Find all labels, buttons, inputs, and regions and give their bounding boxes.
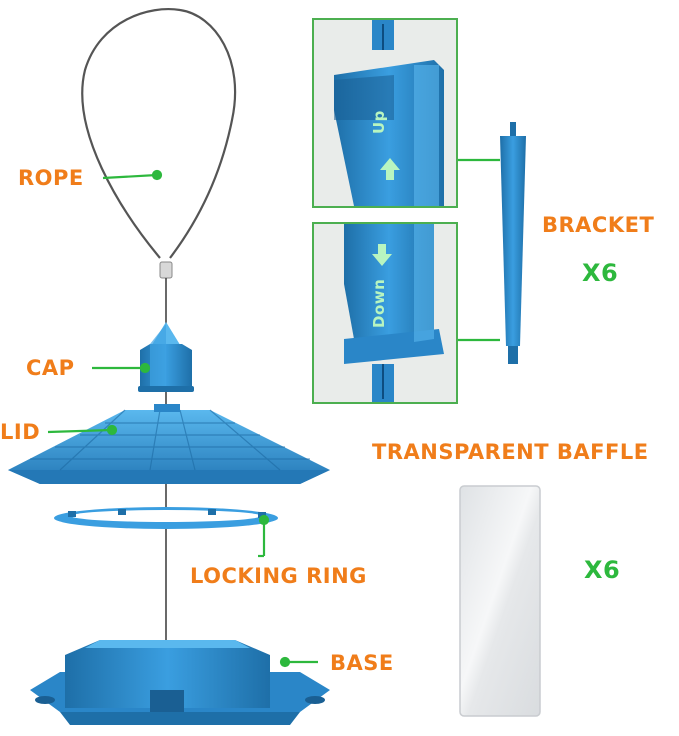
pointer-dot-icon: [279, 656, 291, 668]
pointer-dot-icon: [139, 362, 151, 374]
pointer-lines: [47, 158, 500, 668]
baffle-label: TRANSPARENT BAFFLE: [372, 440, 649, 464]
rope-label: ROPE: [18, 166, 84, 190]
base-part: [30, 640, 330, 725]
bracket-down-inset: Down: [312, 222, 458, 404]
lid-label: LID: [0, 420, 41, 444]
rope-loop: [81, 8, 237, 259]
base-label: BASE: [330, 651, 394, 675]
locking-ring-label: LOCKING RING: [190, 564, 367, 588]
bracket-up-inset: Up: [312, 18, 458, 208]
cap-part: [138, 322, 194, 392]
bracket-part: [500, 122, 526, 364]
bracket-label: BRACKET: [542, 213, 655, 237]
pointer-dot-icon: [151, 169, 163, 181]
bracket-up-graphic: [334, 20, 444, 206]
bracket-down-graphic: [344, 224, 444, 402]
locking-ring-part: [54, 507, 278, 529]
pointer-dot-icon: [106, 424, 118, 436]
up-text: Up: [370, 110, 388, 134]
up-arrow-icon: [380, 158, 400, 180]
rope-clamp: [159, 261, 173, 279]
lid-part: [8, 404, 330, 484]
down-text: Down: [370, 278, 388, 328]
transparent-baffle-part: [459, 485, 541, 717]
down-arrow-icon: [372, 244, 392, 266]
pointer-dot-icon: [258, 514, 270, 526]
cap-label: CAP: [26, 356, 75, 380]
baffle-qty: X6: [584, 556, 621, 584]
bracket-qty: X6: [582, 259, 619, 287]
